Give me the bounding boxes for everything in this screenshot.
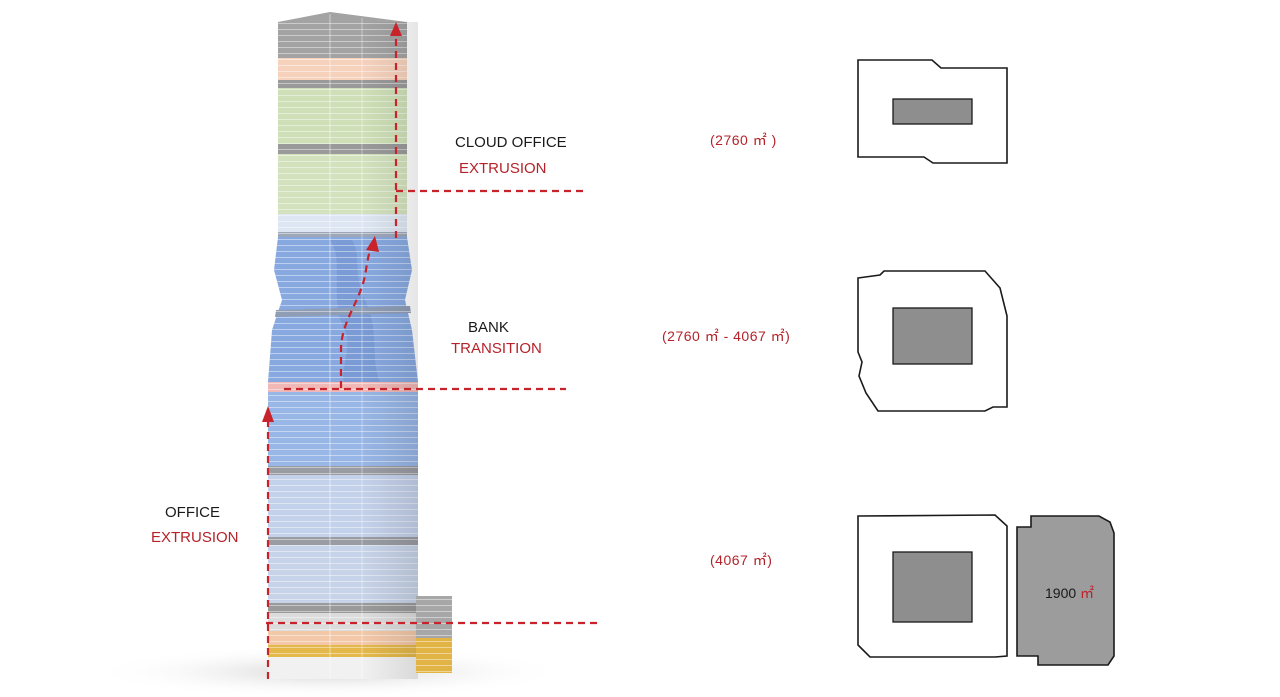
tower <box>268 12 452 679</box>
cloud-office-title: CLOUD OFFICE <box>455 134 567 151</box>
cloud-arrowhead <box>390 22 402 36</box>
annex-area-unit: ㎡ <box>1080 585 1095 601</box>
annex-area-value: 1900 <box>1045 585 1077 601</box>
bank-arrow-line <box>339 245 373 388</box>
plan-core-office <box>892 551 973 623</box>
bank-title: BANK <box>468 319 509 336</box>
bank-arrowhead <box>366 236 379 252</box>
floor-lines <box>416 596 452 673</box>
plan-core-bank <box>892 307 973 365</box>
office-subtitle: EXTRUSION <box>151 529 239 546</box>
plan-area-cloud-office: (2760 ㎡ ) <box>710 132 777 148</box>
cloud-office-subtitle: EXTRUSION <box>459 160 547 177</box>
office-title: OFFICE <box>165 504 220 521</box>
annex-area-label: 1900 ㎡ <box>1045 584 1094 602</box>
office-arrowhead <box>262 406 274 422</box>
plan-area-bank: (2760 ㎡ - 4067 ㎡) <box>662 328 791 344</box>
tower-shade <box>362 22 418 679</box>
arrow-heads <box>262 22 402 422</box>
plan-core-cloud-office <box>892 98 973 125</box>
floor-plans <box>857 59 1115 666</box>
bank-subtitle: TRANSITION <box>451 340 542 357</box>
plan-area-office: (4067 ㎡) <box>710 552 773 568</box>
guide-lines <box>266 30 602 679</box>
plan-annex <box>1016 515 1115 666</box>
